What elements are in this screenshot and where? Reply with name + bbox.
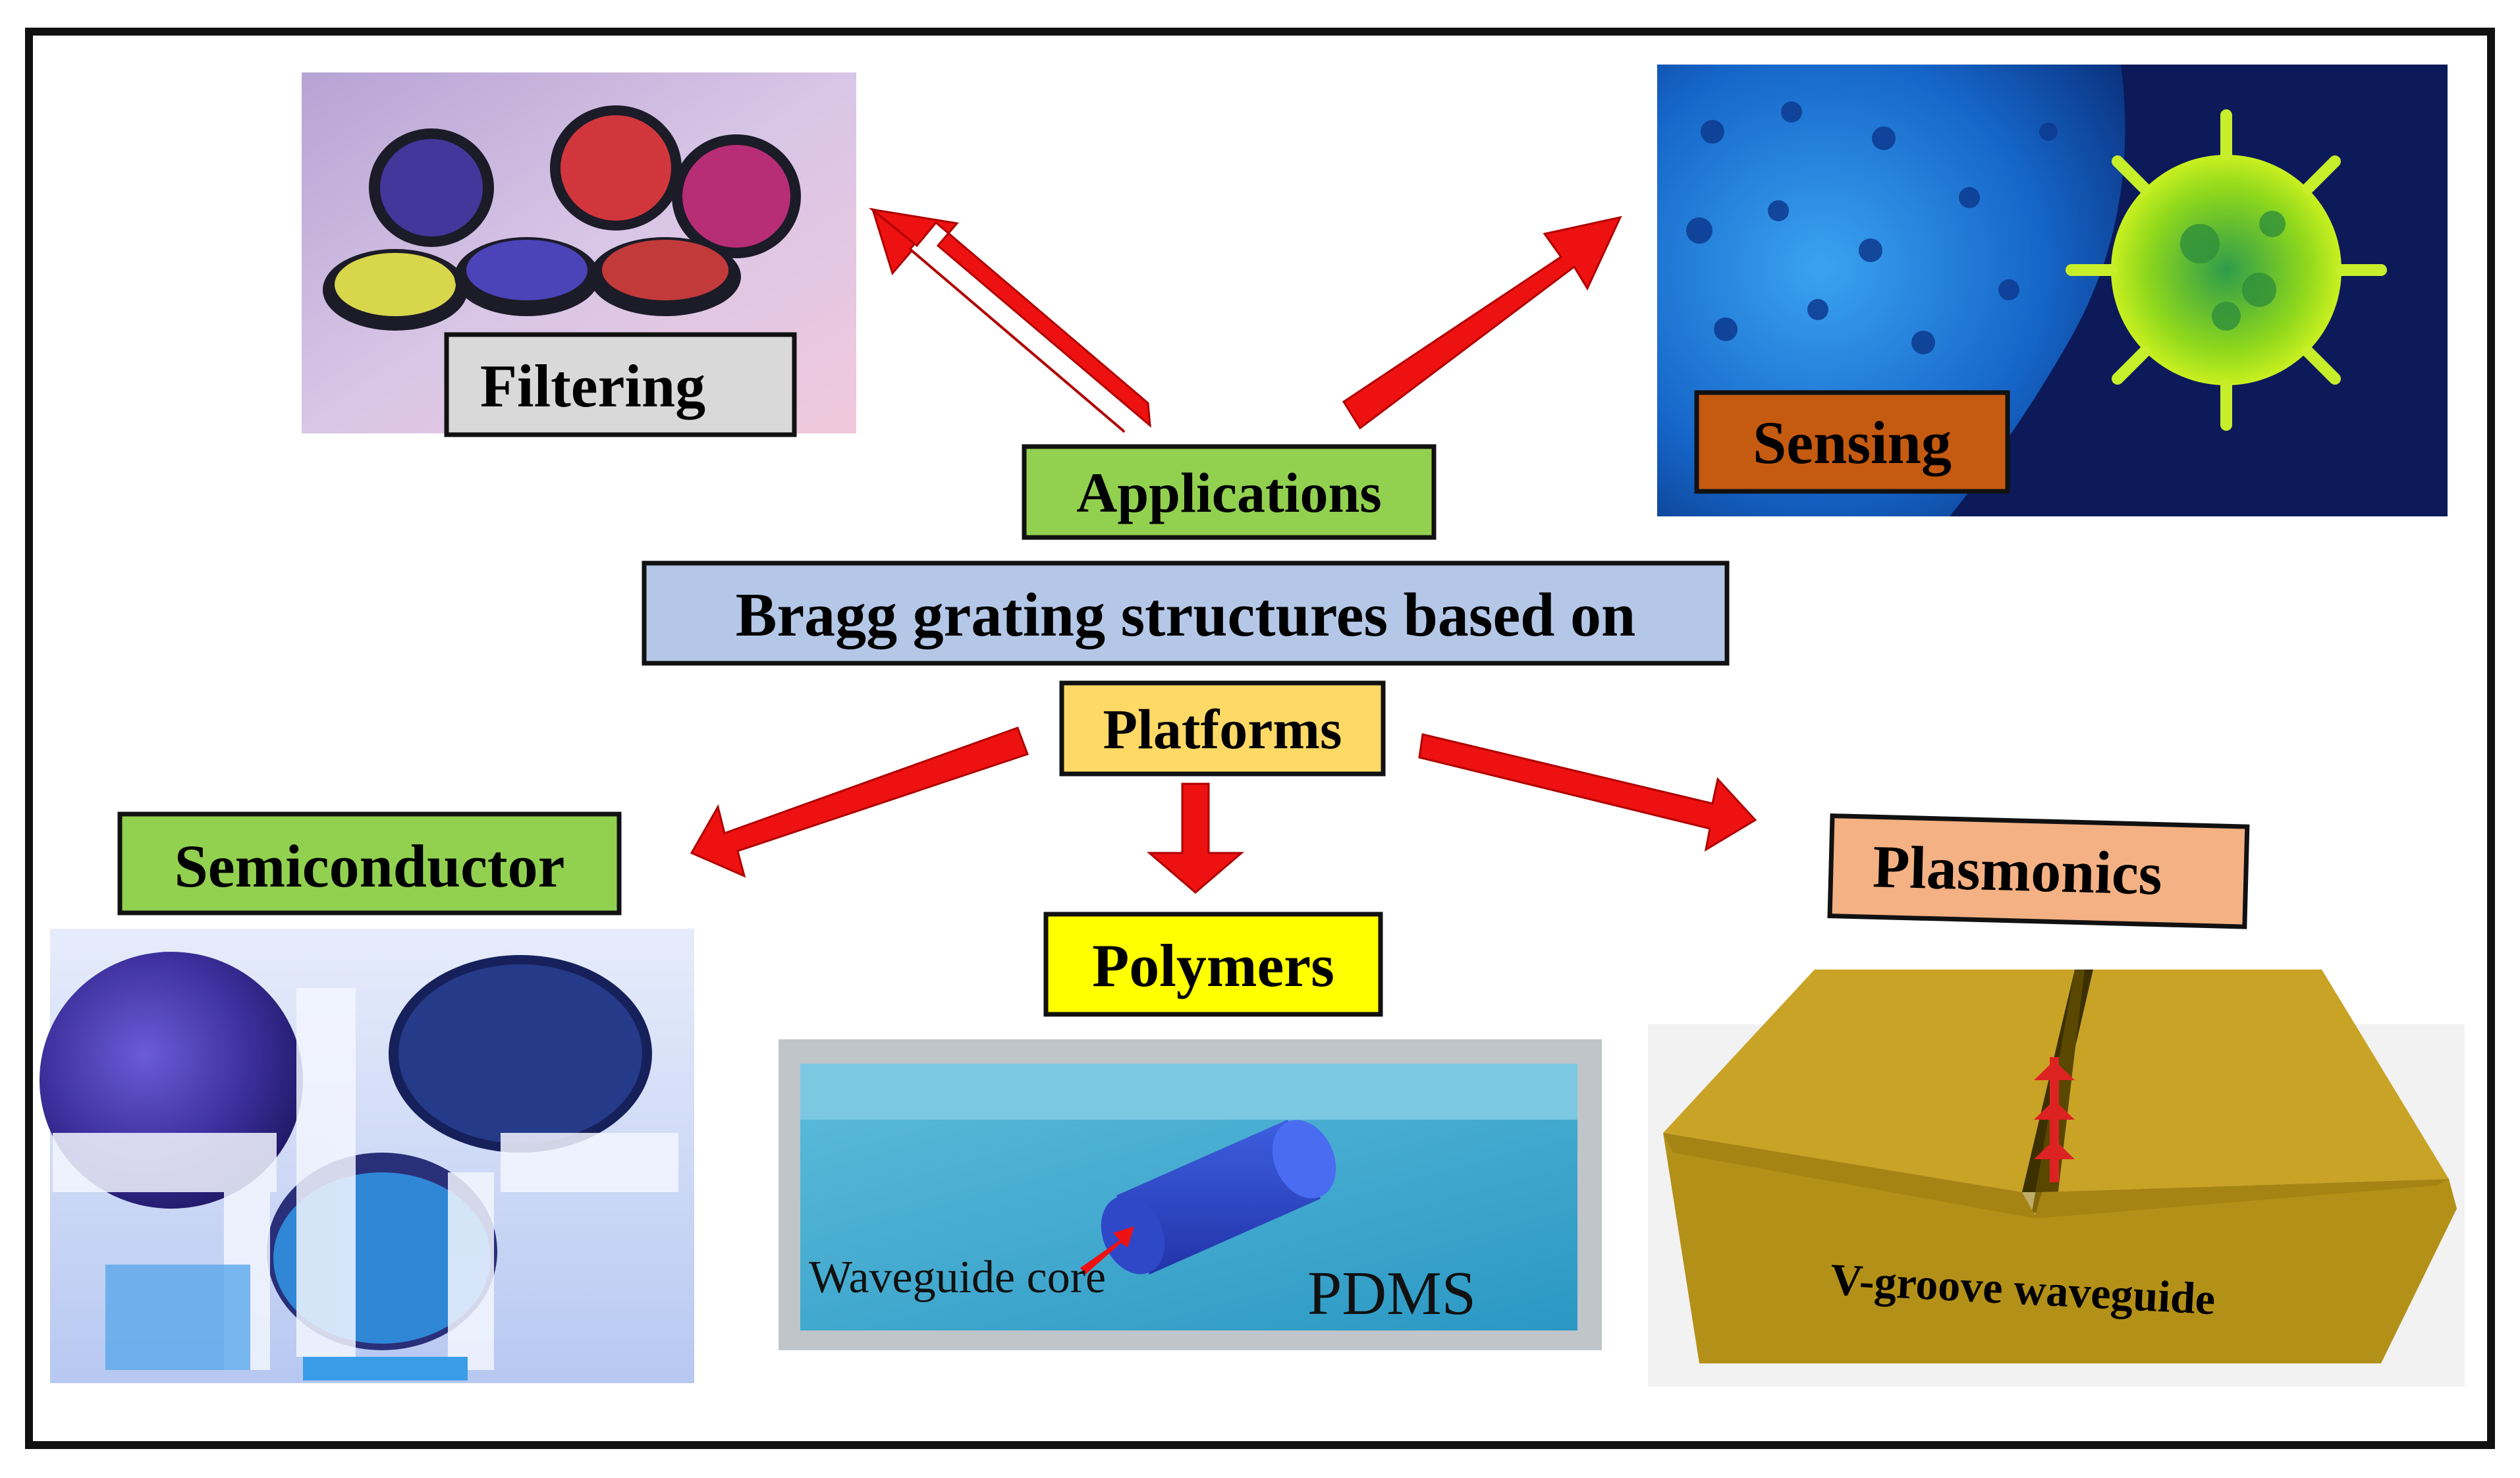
outer-frame: [25, 28, 2495, 1449]
center-title-box: Bragg grating structures based on: [642, 561, 1730, 666]
polymers-label-box: Polymers: [1043, 912, 1383, 1017]
polymers-label: Polymers: [1092, 932, 1334, 999]
arrow-to-filtering: [868, 207, 1151, 433]
applications-box: Applications: [1022, 444, 1437, 540]
semiconductor-image: [40, 929, 694, 1383]
semiconductor-label: Semiconductor: [175, 833, 565, 900]
waveguide-core: [1101, 1120, 1336, 1274]
waveguide-core-label: Waveguide core: [809, 1252, 1106, 1303]
platforms-label: Platforms: [1103, 698, 1342, 761]
applications-label: Applications: [1076, 461, 1382, 524]
plasmonic-mode-arrows: [2034, 1057, 2075, 1182]
platforms-box: Platforms: [1059, 680, 1386, 777]
pdms-label: PDMS: [1307, 1259, 1476, 1328]
center-title: Bragg grating structures based on: [736, 581, 1636, 649]
arrow-to-polymers: [1146, 782, 1245, 894]
arrow-to-plasmonics: [1418, 733, 1757, 852]
plasmonics-image: V-groove waveguide: [1648, 970, 2465, 1386]
sensing-label: Sensing: [1753, 409, 1952, 476]
polymers-image: Waveguide core PDMS: [779, 1039, 1602, 1350]
arrow-to-semiconductor: [690, 726, 1029, 878]
filtering-label: Filtering: [480, 352, 705, 420]
plasmonics-label: Plasmonics: [1872, 833, 2163, 907]
arrow-to-sensing: [1342, 215, 1622, 430]
plasmonics-label-box: Plasmonics: [1827, 813, 2250, 929]
filtering-label-box: Filtering: [444, 332, 797, 437]
semiconductor-label-box: Semiconductor: [117, 811, 622, 916]
sensing-label-box: Sensing: [1694, 390, 2010, 494]
